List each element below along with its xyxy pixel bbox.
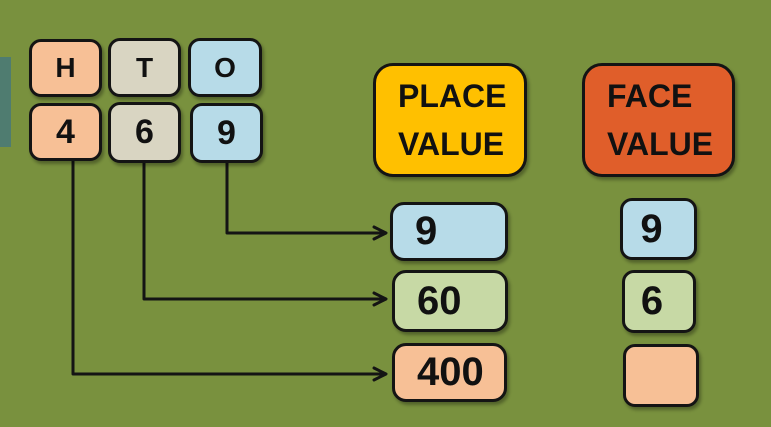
digit-cell-ones: 9 [190, 103, 263, 163]
place-value-hundreds-value: 400 [417, 350, 484, 394]
hto-header-tens-label: T [135, 51, 154, 83]
arrow-ones [225, 160, 388, 241]
place-value-hundreds-box: 400 [392, 343, 507, 402]
face-value-tens-box: 6 [622, 270, 696, 333]
place-value-tens-value: 60 [417, 278, 462, 323]
face-value-header: FACE VALUE [582, 63, 735, 177]
face-value-ones-box: 9 [620, 198, 697, 260]
left-accent-bar [0, 57, 11, 147]
face-value-hundreds-box [623, 344, 699, 407]
hto-header-tens: T [108, 38, 181, 97]
place-value-ones-box: 9 [390, 202, 508, 261]
arrow-tens [142, 161, 388, 307]
face-value-ones-value: 9 [640, 206, 663, 251]
digit-cell-hundreds-value: 4 [56, 112, 75, 151]
face-value-tens-value: 6 [640, 279, 664, 323]
digit-cell-tens: 6 [108, 102, 181, 163]
hto-header-hundreds-label: H [55, 52, 76, 83]
place-value-tens-box: 60 [392, 270, 508, 332]
hto-header-ones: O [188, 38, 262, 97]
digit-cell-tens-value: 6 [135, 113, 154, 151]
hto-header-hundreds: H [29, 39, 102, 97]
place-value-header: PLACE VALUE [373, 63, 527, 177]
place-value-header-line2: VALUE [398, 126, 505, 162]
digit-cell-hundreds: 4 [29, 103, 102, 161]
hto-header-ones-label: O [214, 51, 236, 83]
place-value-header-line1: PLACE [398, 78, 507, 114]
face-value-header-line1: FACE [607, 78, 693, 114]
arrow-hundreds [71, 159, 388, 382]
digit-cell-ones-value: 9 [217, 113, 236, 152]
face-value-header-line2: VALUE [607, 126, 714, 162]
place-value-ones-value: 9 [415, 209, 438, 253]
